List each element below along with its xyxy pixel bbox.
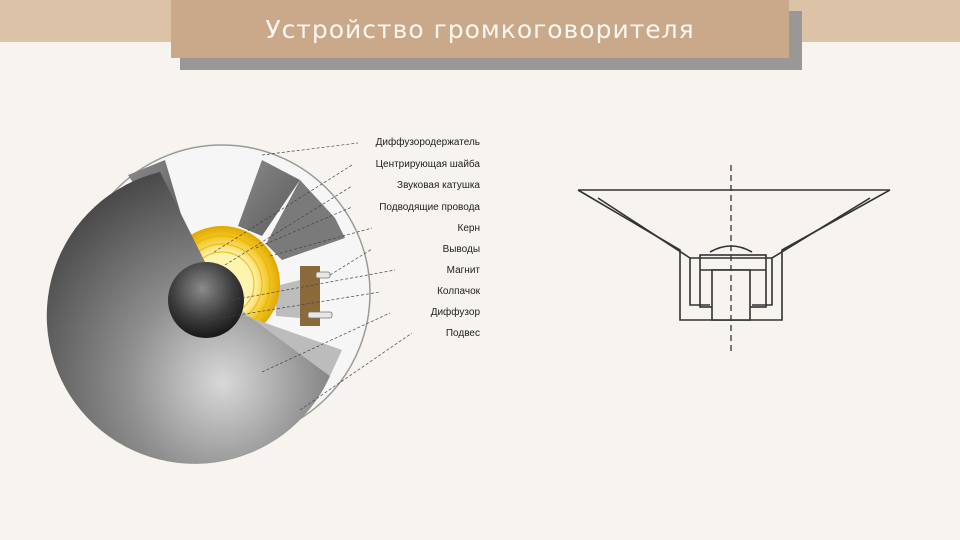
terminal-bottom: [307, 311, 333, 319]
label-diffuser: Диффузор: [430, 307, 480, 318]
leader-lines: [207, 142, 413, 411]
title-box: Устройство громкоговорителя: [171, 0, 789, 58]
cone-edge: [222, 296, 342, 376]
label-terminals: Выводы: [442, 244, 480, 255]
terminal-block: [300, 266, 320, 326]
dust-cap-dome: [168, 262, 244, 338]
label-voice-coil: Звуковая катушка: [397, 180, 480, 191]
label-core: Керн: [457, 223, 480, 234]
basket-spoke-right: [266, 180, 345, 260]
label-lead-wires: Подводящие провода: [379, 202, 480, 213]
label-magnet: Магнит: [446, 265, 480, 276]
basket-spoke-lower: [276, 280, 300, 318]
label-centering-washer: Центрирующая шайба: [375, 159, 480, 170]
basket-spoke-top: [238, 160, 300, 236]
label-dust-cap: Колпачок: [437, 286, 480, 297]
label-suspension: Подвес: [445, 328, 480, 339]
slide-title: Устройство громкоговорителя: [265, 14, 695, 44]
label-diffuser-holder: Диффузородержатель: [375, 137, 480, 148]
